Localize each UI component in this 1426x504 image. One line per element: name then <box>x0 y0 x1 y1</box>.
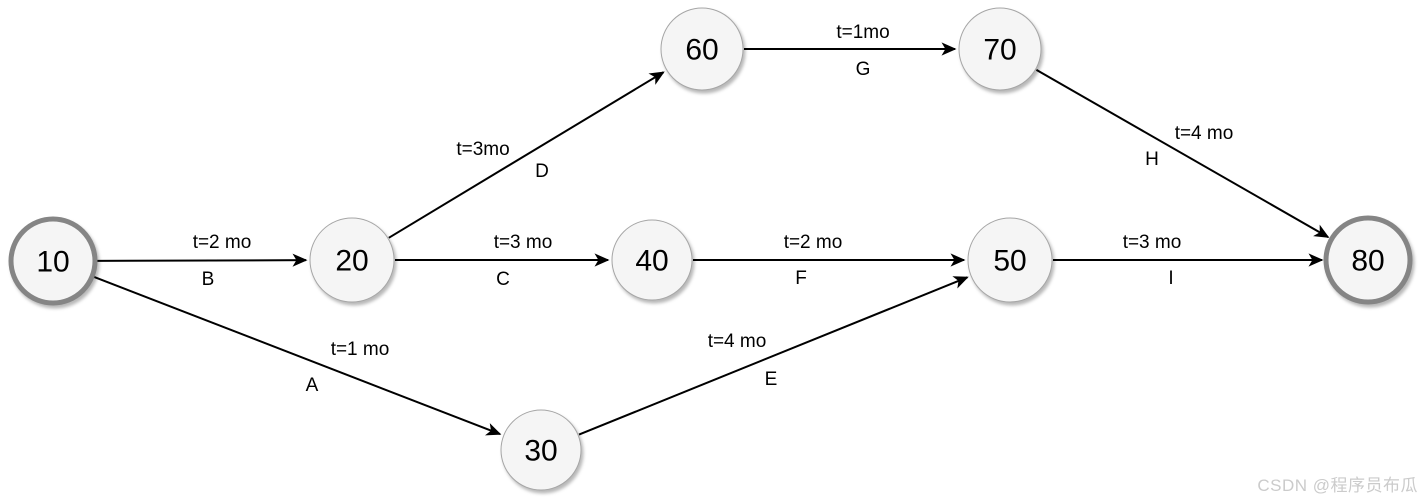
edge-H-activity-label: H <box>1145 149 1159 170</box>
node-50-label: 50 <box>993 245 1026 278</box>
edge-C-duration-label: t=3 mo <box>494 232 553 253</box>
edge-A-arrow <box>92 275 502 436</box>
edge-C-activity-label: C <box>496 269 510 290</box>
edge-E-duration-label: t=4 mo <box>708 331 767 352</box>
edge-F-duration-label: t=2 mo <box>784 232 843 253</box>
edge-F-activity-label: F <box>795 268 807 289</box>
edge-E-activity-label: E <box>765 369 778 390</box>
node-80-circle <box>1323 215 1413 305</box>
node-80: 80 <box>1323 215 1413 305</box>
edge-D-activity-label: D <box>535 161 549 182</box>
node-70: 70 <box>958 7 1042 91</box>
nodes-layer: 10 20 30 40 50 60 70 80 <box>8 7 1413 491</box>
node-40: 40 <box>611 219 693 301</box>
edge-D-arrow <box>388 71 665 239</box>
edge-B-arrow <box>95 253 308 267</box>
watermark: CSDN @程序员布瓜 <box>1257 476 1418 495</box>
edge-G-activity-label: G <box>856 59 871 80</box>
edge-H-duration-label: t=4 mo <box>1175 123 1234 144</box>
edge-B-activity-label: B <box>202 269 215 290</box>
edge-I-activity-label: I <box>1168 268 1173 289</box>
edges-layer <box>92 42 1330 436</box>
edge-A-activity-label: A <box>306 375 319 396</box>
node-20-label: 20 <box>335 245 368 278</box>
node-30-label: 30 <box>524 435 557 468</box>
node-40-label: 40 <box>635 245 668 278</box>
node-60-label: 60 <box>685 34 718 67</box>
node-70-label: 70 <box>983 34 1016 67</box>
node-30-circle <box>500 409 582 491</box>
edge-A-duration-label: t=1 mo <box>331 339 390 360</box>
node-70-circle <box>958 7 1042 91</box>
edge-E-arrow <box>578 276 969 436</box>
node-20: 20 <box>309 217 395 303</box>
node-10-circle <box>8 216 98 306</box>
node-20-circle <box>309 217 395 303</box>
node-10: 10 <box>8 216 98 306</box>
node-10-label: 10 <box>36 246 69 279</box>
node-50-circle <box>967 217 1053 303</box>
edge-I-duration-label: t=3 mo <box>1123 232 1182 253</box>
edge-D-duration-label: t=3mo <box>456 139 509 160</box>
edge-H-arrow <box>1035 69 1330 238</box>
node-40-circle <box>611 219 693 301</box>
node-60: 60 <box>660 7 744 91</box>
edge-G-duration-label: t=1mo <box>836 22 889 43</box>
node-80-label: 80 <box>1351 245 1384 278</box>
node-50: 50 <box>967 217 1053 303</box>
edge-B-duration-label: t=2 mo <box>193 232 252 253</box>
node-30: 30 <box>500 409 582 491</box>
node-60-circle <box>660 7 744 91</box>
